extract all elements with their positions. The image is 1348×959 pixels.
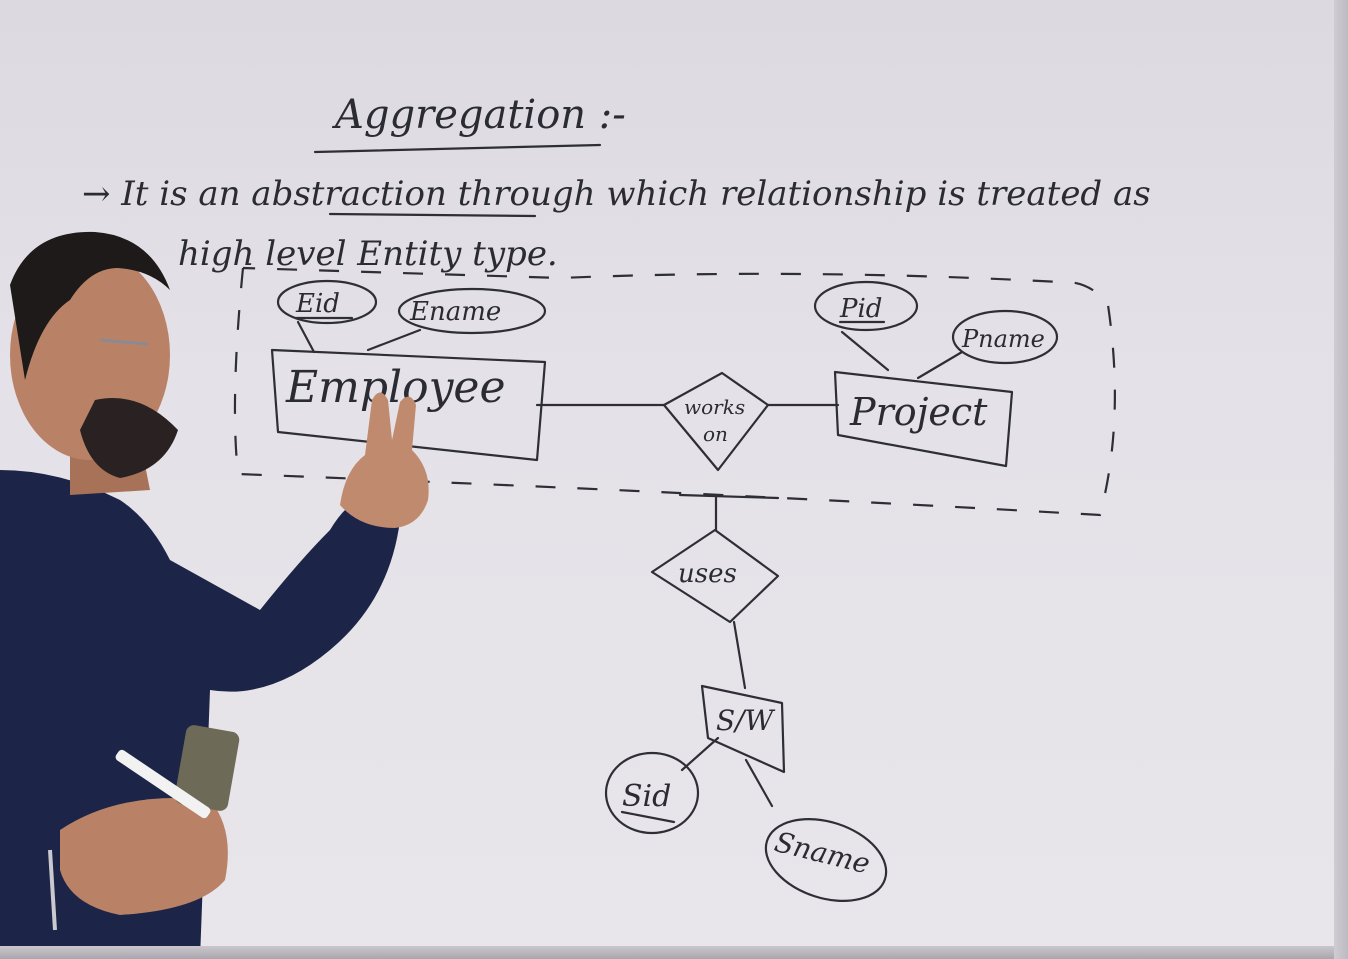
pname-attribute-oval: [951, 309, 1059, 365]
eid-connector: [296, 320, 316, 354]
software-entity-box: [700, 684, 786, 774]
pid-connector: [840, 330, 890, 372]
sid-key-underline: [620, 810, 676, 824]
definition-line-2: high level Entity type.: [178, 234, 558, 274]
uses-relationship-diamond: [650, 528, 780, 624]
ename-label: Ename: [409, 297, 501, 327]
ename-attribute-oval: [397, 287, 547, 335]
sid-label: Sid: [622, 779, 671, 814]
pid-label: Pid: [839, 294, 882, 324]
whiteboard-tray: [0, 946, 1348, 959]
sname-connector: [744, 758, 774, 808]
pname-label: Pname: [961, 325, 1045, 353]
aggregate-uses-line: [678, 493, 780, 532]
aggregation-boundary: [233, 266, 1116, 517]
abstraction-underline: [328, 212, 537, 218]
sid-connector: [680, 736, 720, 772]
ename-connector: [366, 328, 422, 352]
employee-label: Employee: [285, 362, 506, 413]
eid-label: Eid: [295, 289, 340, 319]
definition-line-1: → It is an abstraction through which rel…: [82, 174, 1151, 214]
sname-attribute-oval: [764, 817, 888, 903]
sid-attribute-oval: [604, 751, 700, 835]
works-on-label-2: on: [703, 422, 728, 446]
project-entity-box: [833, 370, 1014, 468]
project-label: Project: [849, 390, 988, 434]
board-title: Aggregation :-: [331, 92, 626, 138]
pid-attribute-oval: [813, 280, 919, 332]
pname-connector: [916, 350, 964, 380]
title-underline: [313, 143, 602, 154]
works-on-label-1: works: [684, 395, 745, 419]
employee-entity-box: [270, 348, 547, 462]
uses-software-line: [732, 620, 747, 690]
uses-label: uses: [678, 559, 737, 589]
eid-attribute-oval: [276, 279, 378, 325]
software-label: S/W: [716, 704, 776, 737]
